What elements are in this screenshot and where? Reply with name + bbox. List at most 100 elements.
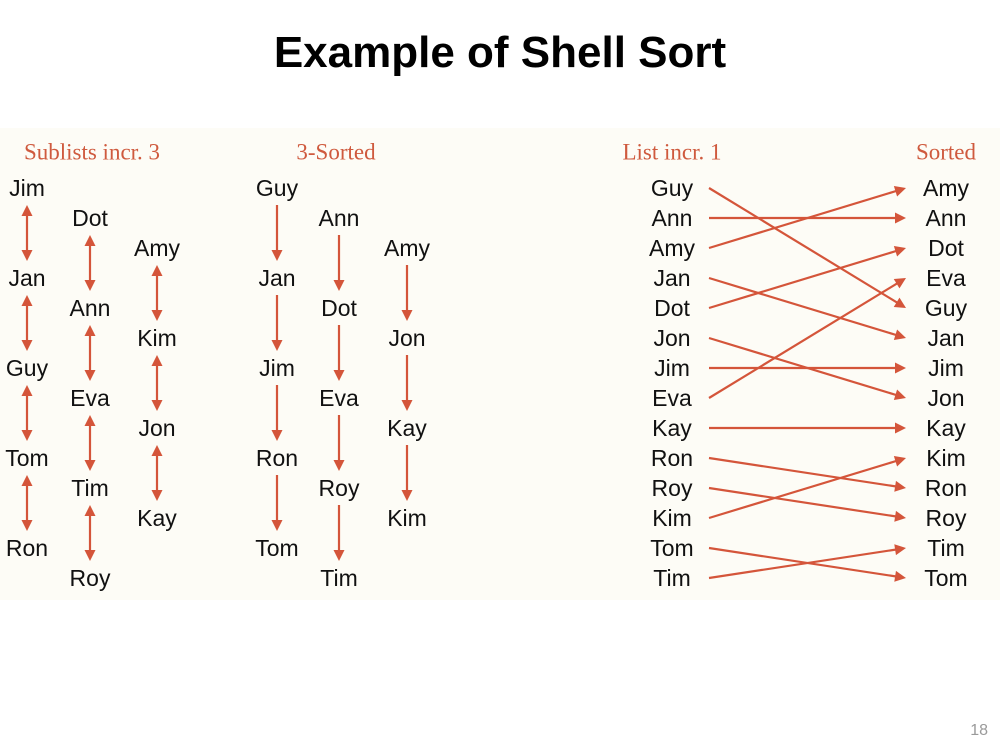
list-incr1-item: Tim bbox=[653, 565, 690, 591]
sorted3-2-item: Tim bbox=[320, 565, 357, 591]
sublist-2-arrow-1-head bbox=[84, 280, 96, 291]
sublist-2-arrow-4-tail-head bbox=[84, 505, 96, 516]
sorted-item: Kay bbox=[926, 415, 966, 441]
list-incr1-item: Dot bbox=[654, 295, 690, 321]
sublist-3-arrow-1-head bbox=[151, 310, 163, 321]
sublist-2-arrow-2-tail-head bbox=[84, 325, 96, 336]
header-sorted: Sorted bbox=[916, 140, 977, 165]
sort-mapping-arrow-roy-line bbox=[708, 486, 898, 518]
sublist-3-arrow-3-tail-head bbox=[151, 445, 163, 456]
sort-mapping-arrow-tim-line bbox=[708, 548, 898, 580]
header-3-sorted: 3-Sorted bbox=[296, 140, 376, 165]
sort-mapping-arrow-ron-head bbox=[894, 480, 906, 492]
sorted3-1-item: Jim bbox=[259, 355, 295, 381]
sorted3-2-arrow-4-head bbox=[333, 550, 345, 561]
sort-mapping-arrow-jon-line bbox=[708, 336, 898, 397]
sorted-item: Guy bbox=[925, 295, 968, 321]
sublist-3-item: Jon bbox=[138, 415, 175, 441]
sort-mapping-arrow-dot-line bbox=[708, 249, 898, 310]
sorted-item: Tom bbox=[924, 565, 967, 591]
sort-mapping-arrow-tim-head bbox=[894, 544, 906, 556]
list-incr1-item: Ann bbox=[652, 205, 693, 231]
sort-mapping-arrow-kim-head bbox=[893, 455, 906, 467]
sublist-1-arrow-4-head bbox=[21, 520, 33, 531]
sort-mapping-arrow-amy-head bbox=[893, 185, 906, 197]
sublist-1-arrow-1-tail-head bbox=[21, 205, 33, 216]
sublist-2-item: Dot bbox=[72, 205, 108, 231]
sublist-2-item: Eva bbox=[70, 385, 110, 411]
list-incr1-item: Kim bbox=[652, 505, 692, 531]
sublist-3-arrow-3-head bbox=[151, 490, 163, 501]
sorted-item: Jan bbox=[927, 325, 964, 351]
list-incr1-item: Kay bbox=[652, 415, 692, 441]
sorted3-3-arrow-2-head bbox=[401, 400, 413, 411]
sorted3-2-arrow-2-head bbox=[333, 370, 345, 381]
sorted3-2-item: Eva bbox=[319, 385, 359, 411]
header-list-incr-1: List incr. 1 bbox=[622, 140, 721, 165]
sorted3-1-arrow-1-head bbox=[271, 250, 283, 261]
sorted3-3-item: Jon bbox=[388, 325, 425, 351]
sorted3-2-arrow-3-head bbox=[333, 460, 345, 471]
sorted3-1-arrow-4-head bbox=[271, 520, 283, 531]
sort-mapping-arrow-guy-line bbox=[708, 187, 899, 305]
sorted3-2-item: Ann bbox=[319, 205, 360, 231]
sort-mapping-arrow-tom-line bbox=[708, 546, 898, 578]
sorted3-3-arrow-3-head bbox=[401, 490, 413, 501]
sorted-item: Kim bbox=[926, 445, 966, 471]
sort-mapping-arrow-jan-head bbox=[893, 329, 906, 341]
list-incr1-item: Jan bbox=[653, 265, 690, 291]
sort-mapping-arrow-jon-head bbox=[893, 389, 906, 401]
sort-mapping-arrow-guy-head bbox=[893, 297, 906, 308]
sort-mapping-arrow-amy-line bbox=[708, 189, 898, 250]
sublist-2-arrow-4-head bbox=[84, 550, 96, 561]
sublist-2-item: Tim bbox=[71, 475, 108, 501]
page-number: 18 bbox=[970, 722, 988, 739]
sublist-1-arrow-3-head bbox=[21, 430, 33, 441]
sorted3-1-item: Ron bbox=[256, 445, 298, 471]
sorted-item: Tim bbox=[927, 535, 964, 561]
sublist-2-arrow-2-head bbox=[84, 370, 96, 381]
sorted-item: Jon bbox=[927, 385, 964, 411]
sublist-3-arrow-2-tail-head bbox=[151, 355, 163, 366]
sublist-3-arrow-1-tail-head bbox=[151, 265, 163, 276]
sort-mapping-arrow-eva-head bbox=[893, 278, 906, 289]
sorted3-3-arrow-1-head bbox=[401, 310, 413, 321]
diagram-panel bbox=[0, 128, 1000, 600]
sort-mapping-arrow-eva-line bbox=[708, 281, 899, 399]
sort-mapping-arrow-ron-line bbox=[708, 456, 898, 488]
list-incr1-item: Roy bbox=[652, 475, 693, 501]
sorted3-2-arrow-1-head bbox=[333, 280, 345, 291]
sorted3-1-arrow-2-head bbox=[271, 340, 283, 351]
sorted-item: Dot bbox=[928, 235, 964, 261]
list-incr1-item: Jon bbox=[653, 325, 690, 351]
sorted-item: Amy bbox=[923, 175, 970, 201]
sublist-1-item: Jan bbox=[8, 265, 45, 291]
sorted-item: Ann bbox=[926, 205, 967, 231]
sort-mapping-arrow-kim-line bbox=[708, 459, 898, 520]
slide-title: Example of Shell Sort bbox=[273, 28, 727, 77]
sublist-3-item: Kim bbox=[137, 325, 177, 351]
sublist-3-arrow-2-head bbox=[151, 400, 163, 411]
sorted-item: Ron bbox=[925, 475, 967, 501]
list-incr1-item: Jim bbox=[654, 355, 690, 381]
sorted3-2-item: Roy bbox=[319, 475, 360, 501]
sublist-1-arrow-4-tail-head bbox=[21, 475, 33, 486]
sublist-2-item: Roy bbox=[70, 565, 111, 591]
sublist-2-arrow-3-tail-head bbox=[84, 415, 96, 426]
sorted3-1-item: Tom bbox=[255, 535, 298, 561]
sorted3-3-item: Kay bbox=[387, 415, 427, 441]
list-incr1-item: Eva bbox=[652, 385, 692, 411]
sort-mapping-arrow-kay-head bbox=[895, 422, 906, 434]
sublist-1-item: Jim bbox=[9, 175, 45, 201]
sublist-1-arrow-3-tail-head bbox=[21, 385, 33, 396]
list-incr1-item: Amy bbox=[649, 235, 696, 261]
sorted3-1-arrow-3-head bbox=[271, 430, 283, 441]
sort-mapping-arrow-jim-head bbox=[895, 362, 906, 374]
sublist-3-item: Amy bbox=[134, 235, 181, 261]
sublist-1-arrow-2-tail-head bbox=[21, 295, 33, 306]
sort-mapping-arrow-dot-head bbox=[893, 245, 906, 257]
sublist-1-arrow-1-head bbox=[21, 250, 33, 261]
sorted3-3-item: Kim bbox=[387, 505, 427, 531]
sort-mapping-arrow-tom-head bbox=[894, 570, 906, 582]
